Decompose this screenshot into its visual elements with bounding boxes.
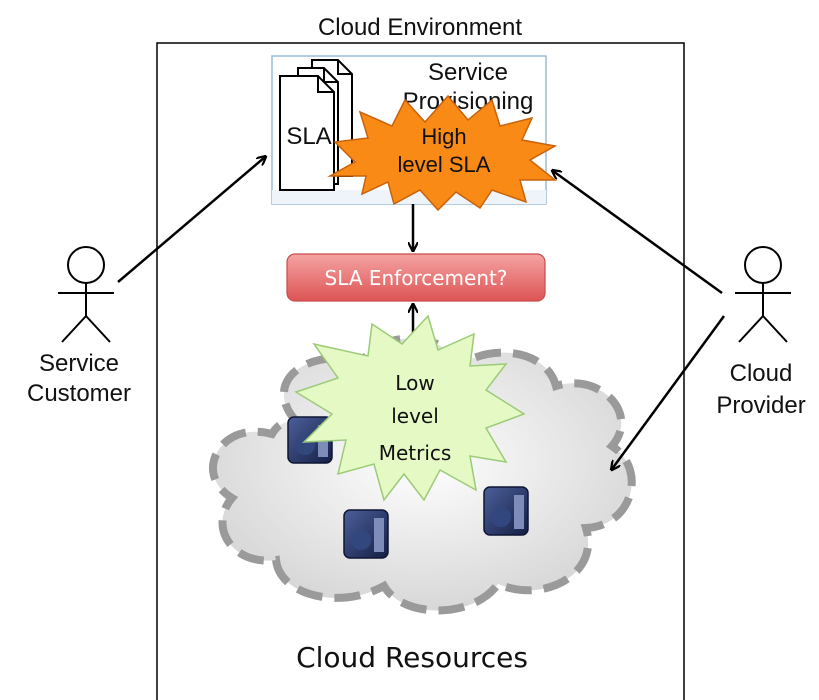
high-level-sla-burst-icon <box>327 94 558 212</box>
environment-title: Cloud Environment <box>318 14 522 41</box>
cloud-provider-label-1: Cloud <box>730 360 793 387</box>
cloud-resources-label: Cloud Resources <box>296 641 528 674</box>
sla-document-label: SLA <box>286 123 331 150</box>
service-provisioning-label-1: Service <box>428 59 508 86</box>
low-level-metrics-label-3: Metrics <box>379 441 452 465</box>
arrow-provider-to-resources <box>612 315 726 469</box>
stick-figure-icon <box>58 246 114 343</box>
server-icon <box>483 486 529 536</box>
sla-enforcement-box <box>286 253 546 302</box>
high-level-sla-label-2: level SLA <box>398 152 491 177</box>
arrow-provider-to-provisioning <box>553 171 723 295</box>
low-level-metrics-burst-icon <box>294 314 526 502</box>
server-icon <box>343 509 389 559</box>
service-customer-label-2: Customer <box>27 380 131 407</box>
stick-figure-icon <box>735 246 791 343</box>
service-provisioning-label-2: Provisioning <box>403 88 534 115</box>
sla-enforcement-label: SLA Enforcement? <box>325 266 508 290</box>
low-level-metrics-label-1: Low <box>395 371 434 395</box>
service-customer-label-1: Service <box>39 350 119 377</box>
low-level-metrics-label-2: level <box>391 404 439 428</box>
high-level-sla-label-1: High <box>421 124 466 149</box>
cloud-provider-label-2: Provider <box>716 392 805 419</box>
arrow-customer-to-provisioning <box>117 157 265 283</box>
